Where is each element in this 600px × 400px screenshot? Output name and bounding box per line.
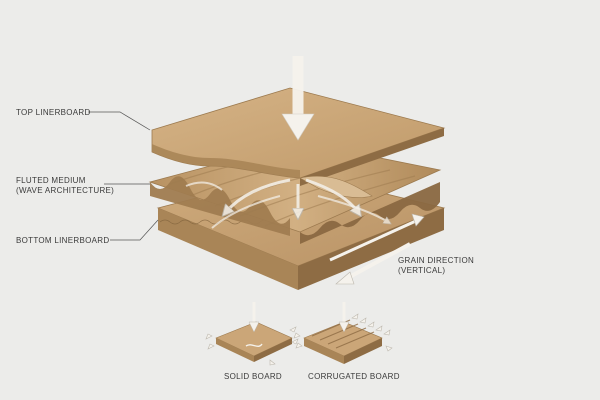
label-leader-lines [88, 111, 159, 241]
solid-board-label: SOLID BOARD [224, 372, 282, 382]
grain-direction-label-line1: GRAIN DIRECTION [398, 256, 475, 265]
corrugated-board-label: CORRUGATED BOARD [308, 372, 400, 382]
grain-direction-arrows [329, 213, 425, 285]
corrugated-board-label-text: CORRUGATED BOARD [308, 372, 400, 381]
flow-arrows [185, 56, 388, 229]
fluted-medium-label-line1: FLUTED MEDIUM [16, 176, 86, 185]
top-linerboard-label: TOP LINERBOARD [16, 108, 91, 118]
grain-direction-label: GRAIN DIRECTION (VERTICAL) [398, 256, 474, 275]
solid-board-illustration [205, 302, 299, 366]
bottom-linerboard-label: BOTTOM LINERBOARD [16, 236, 109, 246]
bottom-linerboard-label-text: BOTTOM LINERBOARD [16, 236, 110, 245]
fluted-medium-label-line2: (WAVE ARCHITECTURE) [16, 185, 115, 195]
corrugated-board-illustration [293, 302, 393, 364]
solid-board-label-text: SOLID BOARD [224, 372, 282, 381]
grain-direction-label-line2: (VERTICAL) [398, 265, 446, 275]
top-linerboard-label-text: TOP LINERBOARD [16, 108, 91, 117]
fluted-medium-label: FLUTED MEDIUM (WAVE ARCHITECTURE) [16, 176, 114, 195]
